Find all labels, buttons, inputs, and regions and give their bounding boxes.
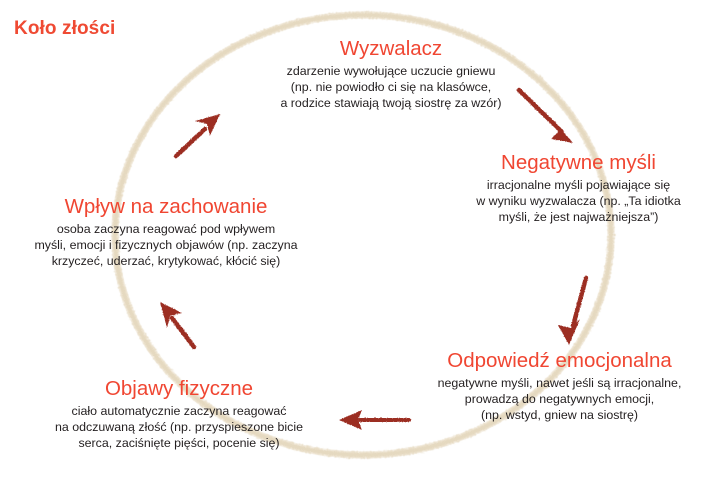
node-behavior-impact-line-3: krzyczeć, uderzać, krytykować, kłócić si…: [51, 254, 281, 269]
node-trigger-body: zdarzenie wywołujące uczucie gniewu (np.…: [232, 63, 550, 111]
node-behavior-impact-title: Wpływ na zachowanie: [64, 195, 268, 218]
arrow-physical-to-behavior: [160, 302, 197, 350]
node-emotional-response-body: negatywne myśli, nawet jeśli są irracjon…: [400, 375, 719, 423]
arrow-negative-to-emotional: [558, 275, 589, 345]
node-emotional-response-title: Odpowiedź emocjonalna: [447, 349, 672, 372]
node-emotional-response-line-1: negatywne myśli, nawet jeśli są irracjon…: [437, 375, 682, 390]
node-physical-symptoms-body: ciało automatycznie zaczyna reagować na …: [14, 403, 344, 451]
node-emotional-response: Odpowiedź emocjonalna negatywne myśli, n…: [400, 349, 719, 423]
node-trigger: Wyzwalacz zdarzenie wywołujące uczucie g…: [232, 37, 550, 111]
node-physical-symptoms-line-3: serca, zaciśnięte pięści, pocenie się): [78, 436, 280, 451]
arrow-behavior-to-trigger: [173, 114, 220, 159]
page-title: Koło złości: [14, 18, 116, 39]
node-trigger-line-1: zdarzenie wywołujące uczucie gniewu: [286, 63, 496, 78]
node-negative-thoughts: Negatywne myśli irracjonalne myśli pojaw…: [438, 151, 719, 225]
node-physical-symptoms-title: Objawy fizyczne: [104, 377, 254, 400]
arrow-emotional-to-physical: [339, 410, 411, 430]
node-trigger-title: Wyzwalacz: [339, 37, 443, 60]
node-negative-thoughts-body: irracjonalne myśli pojawiające się w wyn…: [438, 177, 719, 225]
node-behavior-impact: Wpływ na zachowanie osoba zaczyna reagow…: [0, 195, 332, 269]
node-behavior-impact-line-1: osoba zaczyna reagować pod wpływem: [56, 221, 276, 236]
node-behavior-impact-body: osoba zaczyna reagować pod wpływem myśli…: [0, 221, 332, 269]
node-emotional-response-line-2: prowadzą do negatywnych emocji,: [464, 392, 655, 407]
node-emotional-response-line-3: (np. wstyd, gniew na siostrę): [480, 408, 638, 423]
node-trigger-line-2: (np. nie powiodło ci się na klasówce,: [290, 80, 492, 95]
node-negative-thoughts-title: Negatywne myśli: [501, 151, 656, 174]
node-physical-symptoms-line-1: ciało automatycznie zaczyna reagować: [71, 403, 287, 418]
arrow-trigger-to-negative: [516, 87, 573, 143]
node-negative-thoughts-line-3: myśli, że jest najważniejsza”): [498, 210, 659, 225]
node-physical-symptoms-line-2: na odczuwaną złość (np. przyspieszone bi…: [55, 420, 303, 435]
node-physical-symptoms: Objawy fizyczne ciało automatycznie zacz…: [14, 377, 344, 451]
node-behavior-impact-line-2: myśli, emocji i fizycznych objawów (np. …: [34, 238, 298, 253]
node-trigger-line-3: a rodzice stawiają twoją siostrę za wzór…: [280, 96, 502, 111]
node-negative-thoughts-line-1: irracjonalne myśli pojawiające się: [486, 177, 671, 192]
node-negative-thoughts-line-2: w wyniku wyzwalacza (np. „Ta idiotka: [476, 194, 681, 209]
